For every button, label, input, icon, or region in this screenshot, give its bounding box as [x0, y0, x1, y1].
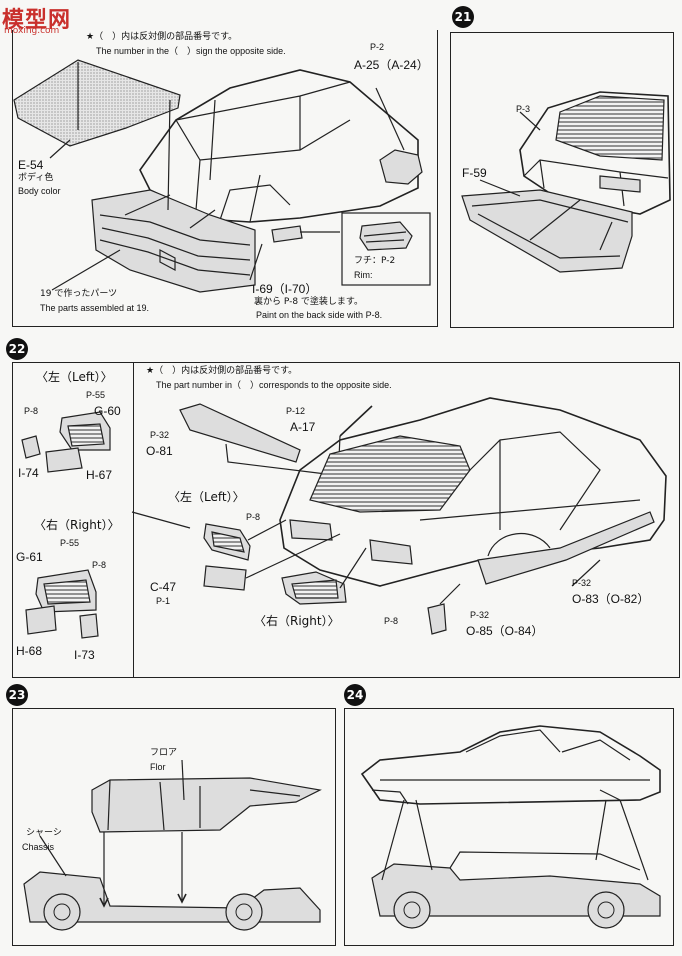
rear-bumper: [461, 189, 633, 273]
step-number-21: 21: [452, 6, 474, 28]
p22-antenna-part: A-17: [290, 420, 316, 434]
rear-body: [519, 91, 671, 215]
p20-lamp-paint-en: Paint on the back side with P-8.: [256, 310, 383, 320]
p20-lamp-paint-ja: 裏から P-8 で塗装します。: [254, 297, 364, 307]
watermark-mark: 模型网: [2, 8, 72, 33]
panel-step-23: [12, 708, 336, 946]
step-number-24: 24: [344, 684, 366, 706]
p20-mirror-part: A-25（A-24）: [354, 58, 429, 72]
complete-car: [360, 725, 661, 805]
step-number-22: 22: [6, 338, 28, 360]
p21-part: F-59: [462, 166, 487, 180]
p22-center-ref-right: P-8: [384, 616, 399, 626]
p23-floor-en: Flor: [150, 762, 166, 772]
p22-skirt-part: O-83（O-82）: [572, 592, 650, 606]
p22-right-heading: 〈右（Right）〉: [34, 518, 120, 532]
p21-ref: P-3: [516, 104, 531, 114]
p22-center-left: 〈左（Left）〉: [168, 490, 245, 504]
p22-right-ref-2: P-8: [92, 560, 107, 570]
p20-mirror-ref: P-2: [370, 42, 385, 52]
p22-flap-ref: P-32: [470, 610, 490, 620]
panel-step-21: [450, 32, 674, 328]
p22-left-ref-2: P-55: [86, 390, 106, 400]
license-plate: [203, 565, 247, 591]
p20-lamp-part: I-69（I-70）: [252, 282, 318, 296]
panel-step-24: [344, 708, 674, 946]
p22-left-ref-3: G-60: [94, 404, 121, 418]
front-bumper: [91, 189, 256, 293]
p22-plate-ref: P-1: [156, 596, 171, 606]
p22-center-right: 〈右（Right）〉: [254, 614, 340, 628]
antenna: [339, 405, 373, 437]
p22-right-ref-4: H-68: [16, 644, 43, 658]
rear-window: [555, 95, 665, 161]
front-wheel: [43, 893, 81, 931]
step-number-23: 23: [6, 684, 28, 706]
panel-22-side-box: [12, 362, 134, 678]
p22-right-ref-5: I-73: [74, 648, 95, 662]
p20-rim-ja: フチ：P-2: [354, 256, 396, 266]
panel-step-20: [12, 30, 438, 327]
p22-left-ref-4: I-74: [18, 466, 39, 480]
rear-wheel: [225, 893, 263, 931]
watermark-url: moxing.com: [4, 26, 60, 36]
p20-hood-color-ja: ボディ色: [18, 173, 54, 183]
p22-plate-part: C-47: [150, 580, 177, 594]
p22-skirt-ref: P-32: [572, 578, 592, 588]
p22-center-ref-left: P-8: [246, 512, 261, 522]
p23-floor-ja: フロア: [150, 748, 178, 758]
p22-right-ref-3: G-61: [16, 550, 43, 564]
side-skirt: [477, 511, 655, 585]
p22-note-ja: ★（ ）内は反対側の部品番号です。: [146, 366, 298, 376]
p20-hood-color-en: Body color: [18, 186, 61, 196]
p23-chassis-ja: シャーシ: [26, 828, 62, 838]
p23-chassis-en: Chassis: [22, 842, 55, 852]
p22-note-en: The part number in（ ）corresponds to the …: [156, 380, 392, 390]
p22-right-ref-1: P-55: [60, 538, 80, 548]
p20-note-ja: ★（ ）内は反対側の部品番号です。: [86, 32, 238, 42]
p22-left-ref-1: P-8: [24, 406, 39, 416]
p22-spoiler-ref: P-32: [150, 430, 170, 440]
p20-hood-part: E-54: [18, 158, 44, 172]
rear-window-22: [309, 435, 471, 513]
chassis-front-wheel: [393, 891, 431, 929]
p22-left-ref-5: H-67: [86, 468, 113, 482]
chassis-assembly: [371, 863, 661, 917]
chassis-rear-wheel: [587, 891, 625, 929]
p22-wing-ref: P-12: [286, 406, 306, 416]
rear-spoiler: [179, 403, 301, 463]
mud-flap: [427, 603, 447, 635]
p20-assembled-ja: 19 で作ったパーツ: [40, 289, 118, 299]
side-mirror: [379, 149, 423, 185]
p20-rim-en: Rim:: [354, 270, 373, 280]
watermark-logo: 模型网 moxing.com: [2, 2, 76, 38]
p22-left-heading: 〈左（Left）〉: [36, 370, 113, 384]
p22-flap-part: O-85（O-84）: [466, 624, 544, 638]
p22-spoiler-part: O-81: [146, 444, 173, 458]
front-lamp: [271, 225, 303, 243]
car-body-rear: [279, 397, 667, 587]
hood-part: [13, 59, 181, 147]
p20-assembled-en: The parts assembled at 19.: [40, 303, 150, 313]
p20-note-en: The number in the（ ）sign the opposite si…: [96, 46, 286, 56]
inset-box: [341, 212, 431, 286]
